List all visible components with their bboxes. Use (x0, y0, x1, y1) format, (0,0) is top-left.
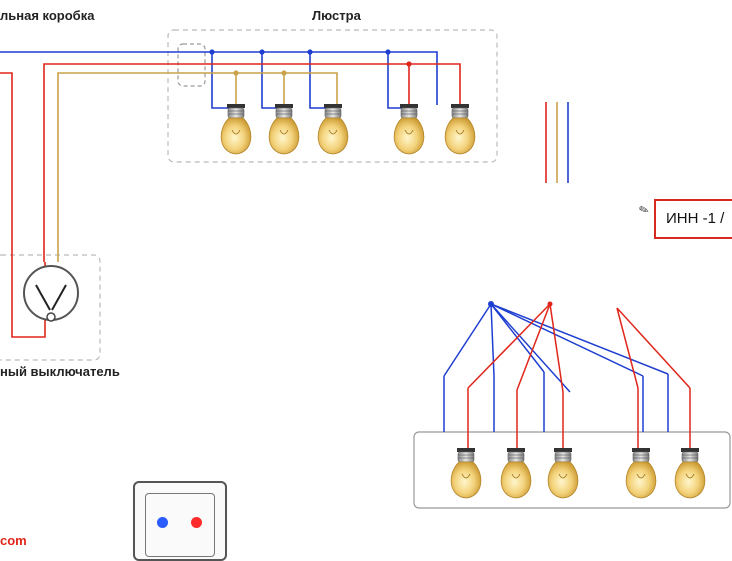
light-bulb-icon (547, 448, 579, 499)
light-bulb-icon (450, 448, 482, 499)
switch-label: ный выключатель (0, 364, 120, 379)
bottom-lamp-panel (413, 431, 731, 509)
light-bulb-icon (220, 104, 252, 155)
light-bulb-icon (625, 448, 657, 499)
light-bulb-icon (674, 448, 706, 499)
neutral-wires (0, 51, 438, 109)
switch-frame (0, 254, 101, 361)
watermark-text: com (0, 533, 27, 548)
light-bulb-icon (268, 104, 300, 155)
wire-legend (545, 102, 569, 183)
double-switch-icon (23, 265, 79, 322)
light-bulb-icon (444, 104, 476, 155)
light-bulb-icon (317, 104, 349, 155)
chandelier-label: Люстра (312, 8, 361, 23)
power-outlet-icon (133, 481, 227, 561)
junction-box-frame (177, 43, 206, 87)
bottom-phase-wires (467, 303, 691, 452)
socket-blue-terminal (157, 517, 168, 528)
bulb-group (220, 104, 706, 499)
junction-box-label: льная коробка (0, 8, 95, 23)
chandelier-frame (167, 29, 498, 163)
phase-wires-yellow (57, 72, 338, 262)
junction-dots (209, 49, 412, 76)
socket-red-terminal (191, 517, 202, 528)
bottom-neutral-wires (443, 303, 669, 432)
outlet-faceplate (145, 493, 215, 557)
wiring-diagram (0, 29, 731, 509)
light-bulb-icon (500, 448, 532, 499)
bottom-junction-dots (488, 301, 553, 307)
light-bulb-icon (393, 104, 425, 155)
inn-box: ИНН -1 / (654, 199, 732, 239)
